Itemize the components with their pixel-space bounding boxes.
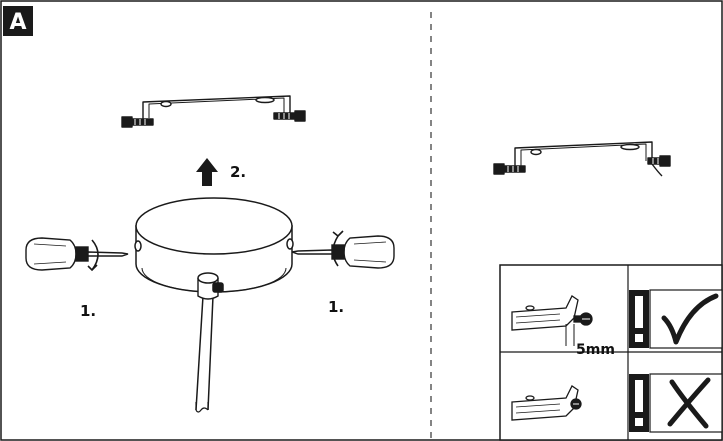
detail-inset: 5mm: [499, 264, 723, 441]
correct-mounting-detail: [511, 295, 593, 346]
bracket-right-screw-left: [493, 163, 526, 175]
mounting-bracket-right: [493, 141, 671, 177]
step-1-right-label: 1.: [328, 298, 344, 316]
step-1-left-label: 1.: [80, 302, 96, 320]
mounting-bracket-top: [121, 95, 306, 128]
ceiling-canopy: [134, 197, 294, 293]
step-2-label: 2.: [230, 163, 246, 181]
exclamation-icon: [629, 290, 649, 348]
lift-arrow: [196, 158, 218, 186]
gap-dimension: 5mm: [576, 342, 615, 358]
power-cable: [195, 272, 224, 413]
svg-text:A: A: [9, 10, 26, 35]
cross-icon: [649, 373, 723, 433]
screwdriver-right: [291, 230, 395, 269]
bracket-screw-right: [273, 110, 306, 122]
incorrect-mounting-detail: [511, 385, 582, 421]
bracket-right-screw-right: [647, 155, 671, 167]
bracket-screw-left: [121, 116, 154, 128]
exclamation-icon: [629, 374, 649, 432]
screwdriver-left: [25, 237, 129, 272]
panel-label: A: [3, 6, 33, 36]
checkmark-icon: [649, 289, 723, 349]
